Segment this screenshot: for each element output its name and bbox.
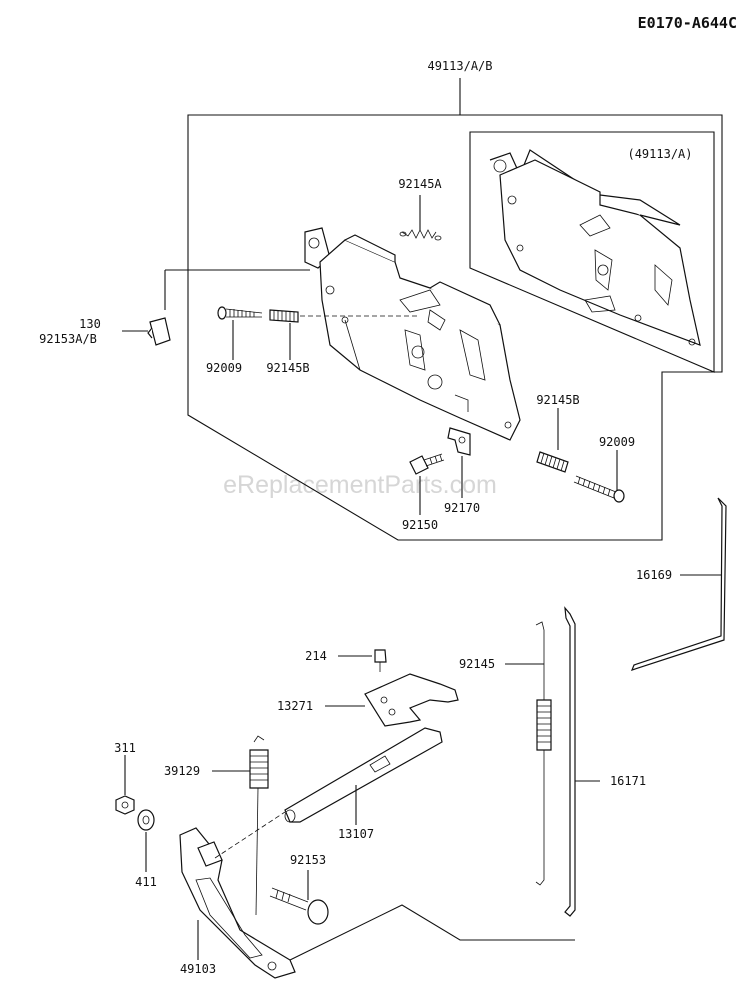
bolt-130 [122,269,310,346]
screw-92009-left [217,306,263,360]
label-92153a-b: 92153A/B [39,332,97,346]
lever-49103 [179,811,296,979]
label-13271: 13271 [277,699,313,713]
washer-411 [137,809,155,872]
diagram-code: E0170-A644C [638,14,737,32]
label-92009-left: 92009 [206,361,242,375]
plate-13271 [325,673,459,727]
shaft-13107 [284,727,443,825]
label-130: 130 [79,317,101,331]
rod-16169 [630,497,727,671]
label-92153: 92153 [290,853,326,867]
spring-92145 [505,621,552,886]
screw-214 [338,649,387,672]
spring-92145b-left [269,309,299,360]
label-16171: 16171 [610,774,646,788]
bolt-92153 [269,870,329,925]
nut-311 [115,755,135,815]
label-16169: 16169 [636,568,672,582]
label-49113-a-b: 49113/A/B [427,59,492,73]
watermark: eReplacementParts.com [223,471,497,499]
label-39129: 39129 [164,764,200,778]
label-311: 311 [114,741,136,755]
rod-16171 [564,606,600,917]
label-214: 214 [305,649,327,663]
label-49103: 49103 [180,962,216,976]
spring-92145a [399,195,442,241]
label-92145b-left: 92145B [266,361,309,375]
label-49113-a-inset: (49113/A) [627,147,692,161]
lower-outline [289,904,575,961]
bolt-92150 [409,453,445,515]
inset-panel [469,131,715,373]
label-411: 411 [135,875,157,889]
label-92150: 92150 [402,518,438,532]
assembly-outline [187,78,723,541]
spring-39129 [212,735,269,916]
spring-92145b-right [536,408,569,473]
screw-92009-right [573,450,625,503]
label-92145a: 92145A [398,177,442,191]
link-92170 [447,427,471,498]
label-92145: 92145 [459,657,495,671]
label-13107: 13107 [338,827,374,841]
label-92170: 92170 [444,501,480,515]
label-92009-right: 92009 [599,435,635,449]
governor-bracket [300,227,521,441]
label-92145b-right: 92145B [536,393,579,407]
